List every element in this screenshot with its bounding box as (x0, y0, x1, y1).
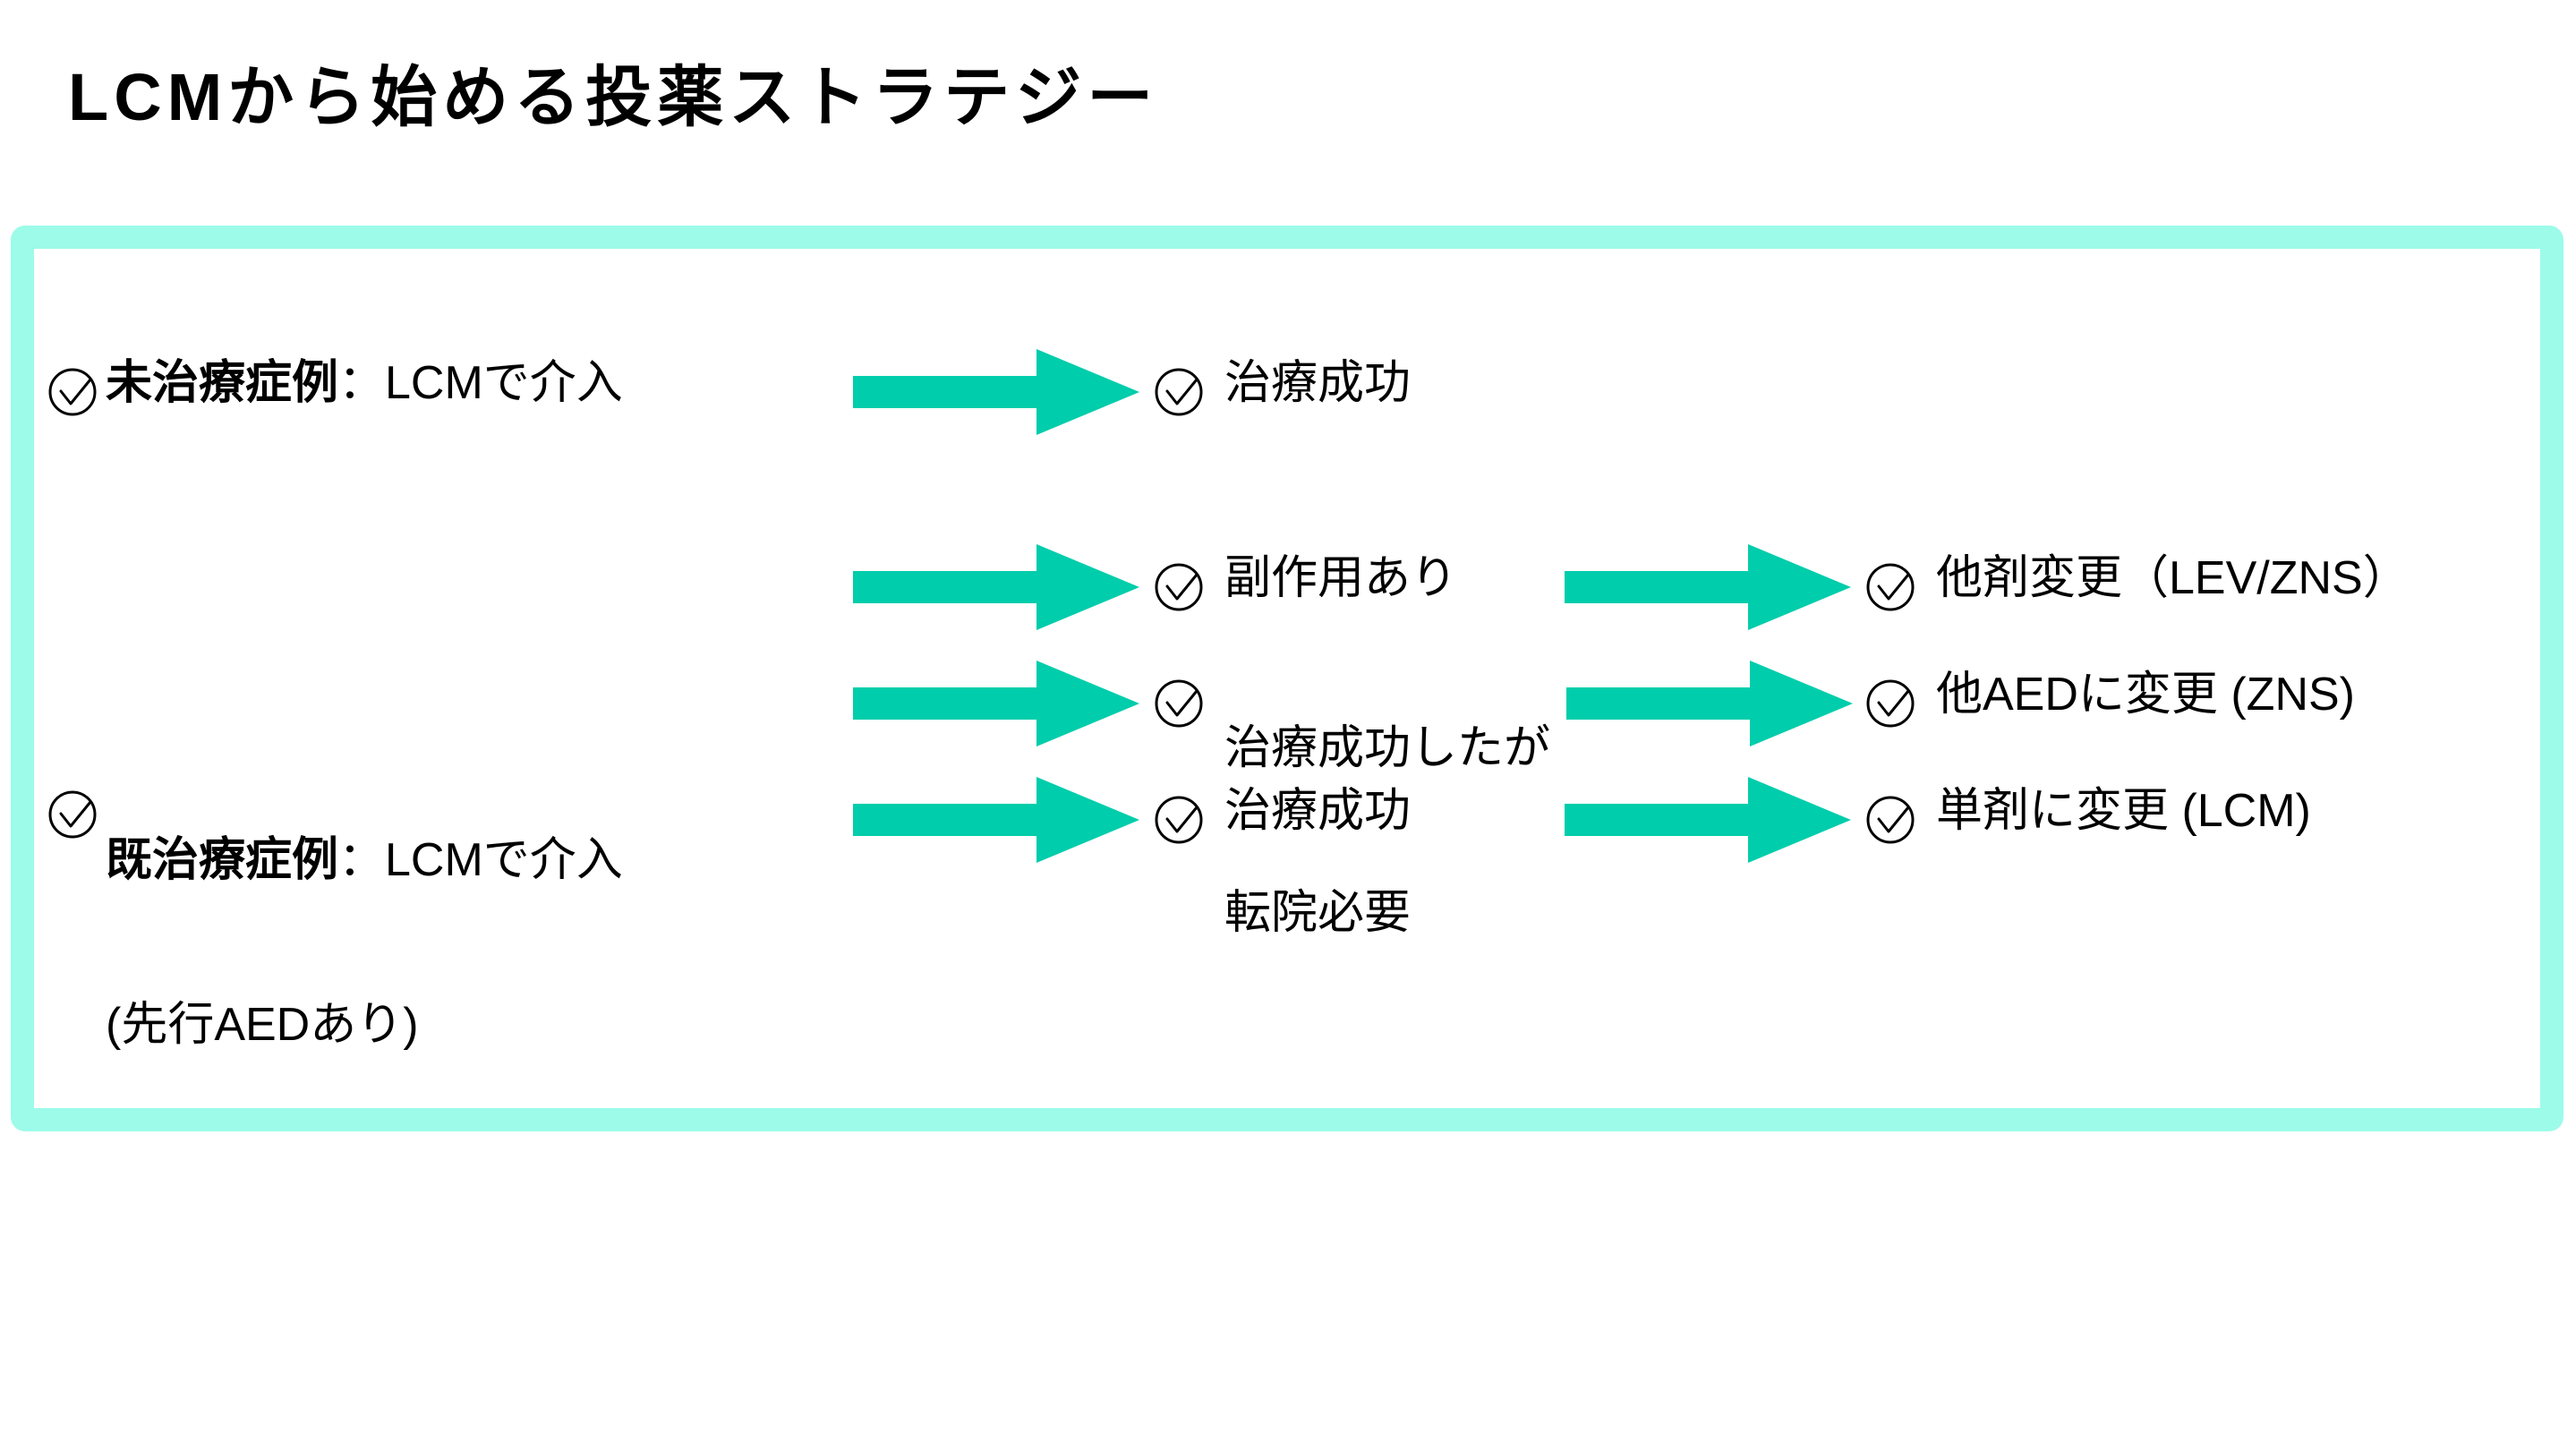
node-label-treatment-success: 治療成功 (1224, 785, 1412, 837)
check-circle-icon (1151, 675, 1207, 730)
node-label-side-effect: 副作用あり (1224, 552, 1458, 604)
node-label-treatment-success: 治療成功 (1224, 357, 1412, 409)
page-title: LCMから始める投薬ストラテジー (68, 60, 1159, 134)
node-label-strong: 未治療症例 (106, 357, 339, 409)
right-block-arrow (853, 777, 1139, 863)
node-label-rest: ：LCMで介入 (338, 833, 623, 886)
check-circle-icon (1863, 791, 1918, 847)
check-circle-icon (45, 786, 100, 841)
node-label-line-1: 治療成功したが (1224, 721, 1551, 774)
check-circle-icon (1151, 559, 1207, 614)
check-circle-icon (1863, 675, 1918, 730)
right-block-arrow (1565, 777, 1851, 863)
node-label-switch-aed-zns: 他AEDに変更 (ZNS) (1936, 669, 2356, 721)
right-block-arrow (853, 349, 1139, 435)
flow-diagram-panel: 未治療症例：LCMで介入 治療成功 副作用あり (11, 226, 2563, 1131)
node-label-switch-other-drug: 他剤変更（LEV/ZNS） (1936, 552, 2410, 604)
right-block-arrow (1565, 544, 1851, 630)
right-block-arrow (853, 544, 1139, 630)
node-label-untreated: 未治療症例：LCMで介入 (106, 356, 623, 411)
check-circle-icon (1863, 559, 1918, 614)
node-label-strong: 既治療症例 (106, 833, 339, 886)
node-label-line-2: 転院必要 (1224, 886, 1412, 939)
node-label-line-2: (先行AEDあり) (106, 998, 419, 1051)
node-label-monotherapy-lcm: 単剤に変更 (LCM) (1936, 785, 2311, 837)
check-circle-icon (1151, 363, 1207, 419)
node-label-pretreated: 既治療症例：LCMで介入 (先行AEDあり) (106, 723, 623, 1163)
node-label-line-1: 既治療症例：LCMで介入 (106, 833, 623, 888)
check-circle-icon (1151, 791, 1207, 847)
node-label-rest: ：LCMで介入 (338, 357, 623, 409)
check-circle-icon (45, 363, 100, 419)
node-label-success-but-transfer: 治療成功したが 転院必要 (1224, 611, 1550, 1051)
right-block-arrow (853, 661, 1139, 746)
right-block-arrow (1566, 661, 1853, 746)
